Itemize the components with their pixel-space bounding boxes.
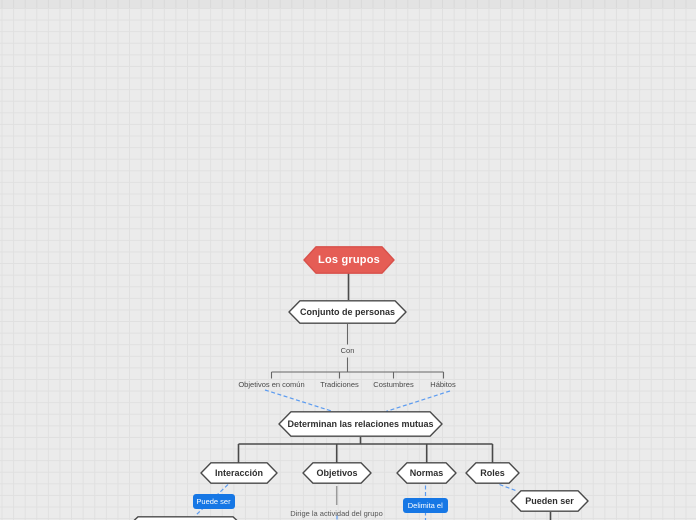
node-interaccion[interactable]: Interacción bbox=[200, 462, 278, 484]
node-normas[interactable]: Normas bbox=[396, 462, 457, 484]
relation-badge-puede-ser[interactable]: Puede ser bbox=[192, 494, 235, 509]
node-los-grupos[interactable]: Los grupos bbox=[303, 246, 395, 274]
branch-line-dark bbox=[237, 273, 552, 520]
attribute-tradiciones[interactable]: Tradiciones bbox=[320, 379, 359, 389]
hexagon-shape bbox=[302, 462, 372, 484]
hexagon-shape bbox=[396, 462, 457, 484]
node-roles[interactable]: Roles bbox=[465, 462, 520, 484]
hexagon-shape bbox=[303, 246, 395, 274]
node-label: Interacción bbox=[214, 468, 263, 478]
hexagon-shape bbox=[465, 462, 520, 484]
node-objetivos[interactable]: Objetivos bbox=[302, 462, 372, 484]
relation-line-habitos bbox=[385, 390, 451, 413]
node-label: Objetivos bbox=[316, 468, 358, 478]
node-label: Conjunto de personas bbox=[299, 307, 395, 317]
hexagon-shape bbox=[278, 411, 443, 437]
node-pueden-ser[interactable]: Pueden ser bbox=[510, 490, 589, 512]
node-label: Roles bbox=[480, 468, 505, 478]
hexagon-shape bbox=[288, 300, 407, 324]
hexagon-shape bbox=[132, 515, 239, 520]
node-label: Los grupos bbox=[318, 254, 380, 266]
relation-badge-delimita-el[interactable]: Delimita el bbox=[402, 497, 448, 513]
hexagon-shape bbox=[510, 490, 589, 512]
relation-line-roles bbox=[499, 483, 518, 492]
attribute-habitos[interactable]: Hábitos bbox=[430, 379, 456, 389]
node-label: Determinan las relaciones mutuas bbox=[287, 419, 434, 429]
node-conjunto-de-personas[interactable]: Conjunto de personas bbox=[288, 300, 407, 324]
attribute-objetivos-en-comun[interactable]: Objetivos en común bbox=[238, 379, 305, 389]
attribute-costumbres[interactable]: Costumbres bbox=[373, 379, 414, 389]
hexagon-shape bbox=[200, 462, 278, 484]
node-label: Normas bbox=[409, 468, 444, 478]
node-label: Pueden ser bbox=[525, 496, 574, 506]
node-partial-bottom[interactable] bbox=[126, 515, 245, 520]
connector-label-con[interactable]: Con bbox=[340, 346, 355, 355]
relation-line-objetivos-comun bbox=[264, 389, 334, 413]
branch-line-mid bbox=[270, 324, 445, 379]
node-determinan-relaciones[interactable]: Determinan las relaciones mutuas bbox=[278, 411, 443, 437]
relation-label-dirige[interactable]: Dirige la actividad del grupo bbox=[290, 508, 383, 518]
